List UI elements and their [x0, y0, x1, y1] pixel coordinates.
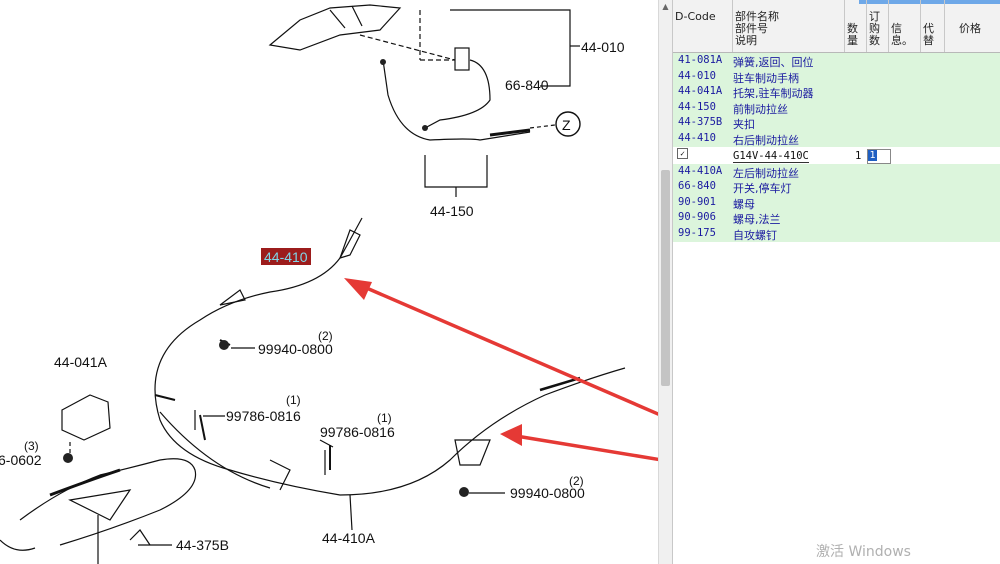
label-99786-a: 99786-0816	[226, 408, 301, 424]
parts-list-panel: D-Code 部件名称 部件号 说明 数 量 订 购 数 信 息。 代 替 价格…	[672, 0, 1000, 564]
label-6-0602: 6-0602	[0, 452, 42, 468]
part-checkbox[interactable]: ✓	[677, 147, 688, 159]
label-44-375b: 44-375B	[176, 537, 229, 553]
label-99940-bottom: 99940-0800	[510, 485, 585, 501]
label-0602-qty: (3)	[24, 439, 39, 453]
label-99786-b: 99786-0816	[320, 424, 395, 440]
arrow-head-1	[344, 278, 372, 300]
label-44-041a: 44-041A	[54, 354, 108, 370]
part-number: G14V-44-410C	[733, 149, 809, 163]
diagram-vertical-scrollbar[interactable]: ▲	[658, 0, 673, 564]
label-44-410a: 44-410A	[322, 530, 376, 546]
label-99786-b-qty: (1)	[377, 411, 392, 425]
column-part-name[interactable]: 部件名称 部件号 说明	[733, 0, 845, 52]
windows-activation-watermark: 激活 Windows	[816, 544, 911, 560]
label-44-410-highlight: 44-410	[264, 249, 308, 265]
detail-z-callout	[555, 111, 581, 137]
column-quantity[interactable]: 数 量	[845, 0, 867, 52]
label-99786-a-qty: (1)	[286, 393, 301, 407]
label-66-840: 66-840	[505, 77, 549, 93]
label-99940-top: 99940-0800	[258, 341, 333, 357]
column-price[interactable]: 价格	[959, 22, 981, 35]
exploded-parts-diagram: Z 44-410 44-010 66-840 44-150 (2) 99940-…	[0, 4, 658, 564]
arrow-head-2	[500, 424, 522, 446]
label-99940-bottom-qty: (2)	[569, 474, 584, 488]
arrow-to-44-410	[354, 281, 658, 416]
selected-part-row[interactable]: ✓ G14V-44-410C 1 1	[673, 146, 1000, 164]
handbrake-lever-shape	[268, 4, 402, 51]
scrollbar-thumb[interactable]	[661, 170, 670, 386]
column-substitute[interactable]: 代 替	[921, 0, 945, 52]
scroll-up-icon[interactable]: ▲	[662, 2, 669, 11]
arrow-to-44-410a	[509, 433, 658, 462]
parts-table-header: D-Code 部件名称 部件号 说明 数 量 订 购 数 信 息。 代 替 价格	[673, 0, 1000, 53]
part-quantity: 1	[855, 149, 862, 162]
highlight-44-410-bg	[261, 248, 311, 265]
column-info[interactable]: 信 息。	[889, 0, 921, 52]
label-z: Z	[562, 117, 571, 133]
header-accent-strip	[859, 0, 1000, 4]
parts-diagram-pane[interactable]: Z 44-410 44-010 66-840 44-150 (2) 99940-…	[0, 0, 658, 564]
label-99940-top-qty: (2)	[318, 329, 333, 343]
label-44-150: 44-150	[430, 203, 474, 219]
column-dcode[interactable]: D-Code	[673, 0, 733, 52]
column-order-qty[interactable]: 订 购 数	[867, 0, 889, 52]
red-arrows	[344, 278, 658, 462]
label-44-010: 44-010	[581, 39, 625, 55]
order-quantity-value: 1	[868, 149, 877, 161]
